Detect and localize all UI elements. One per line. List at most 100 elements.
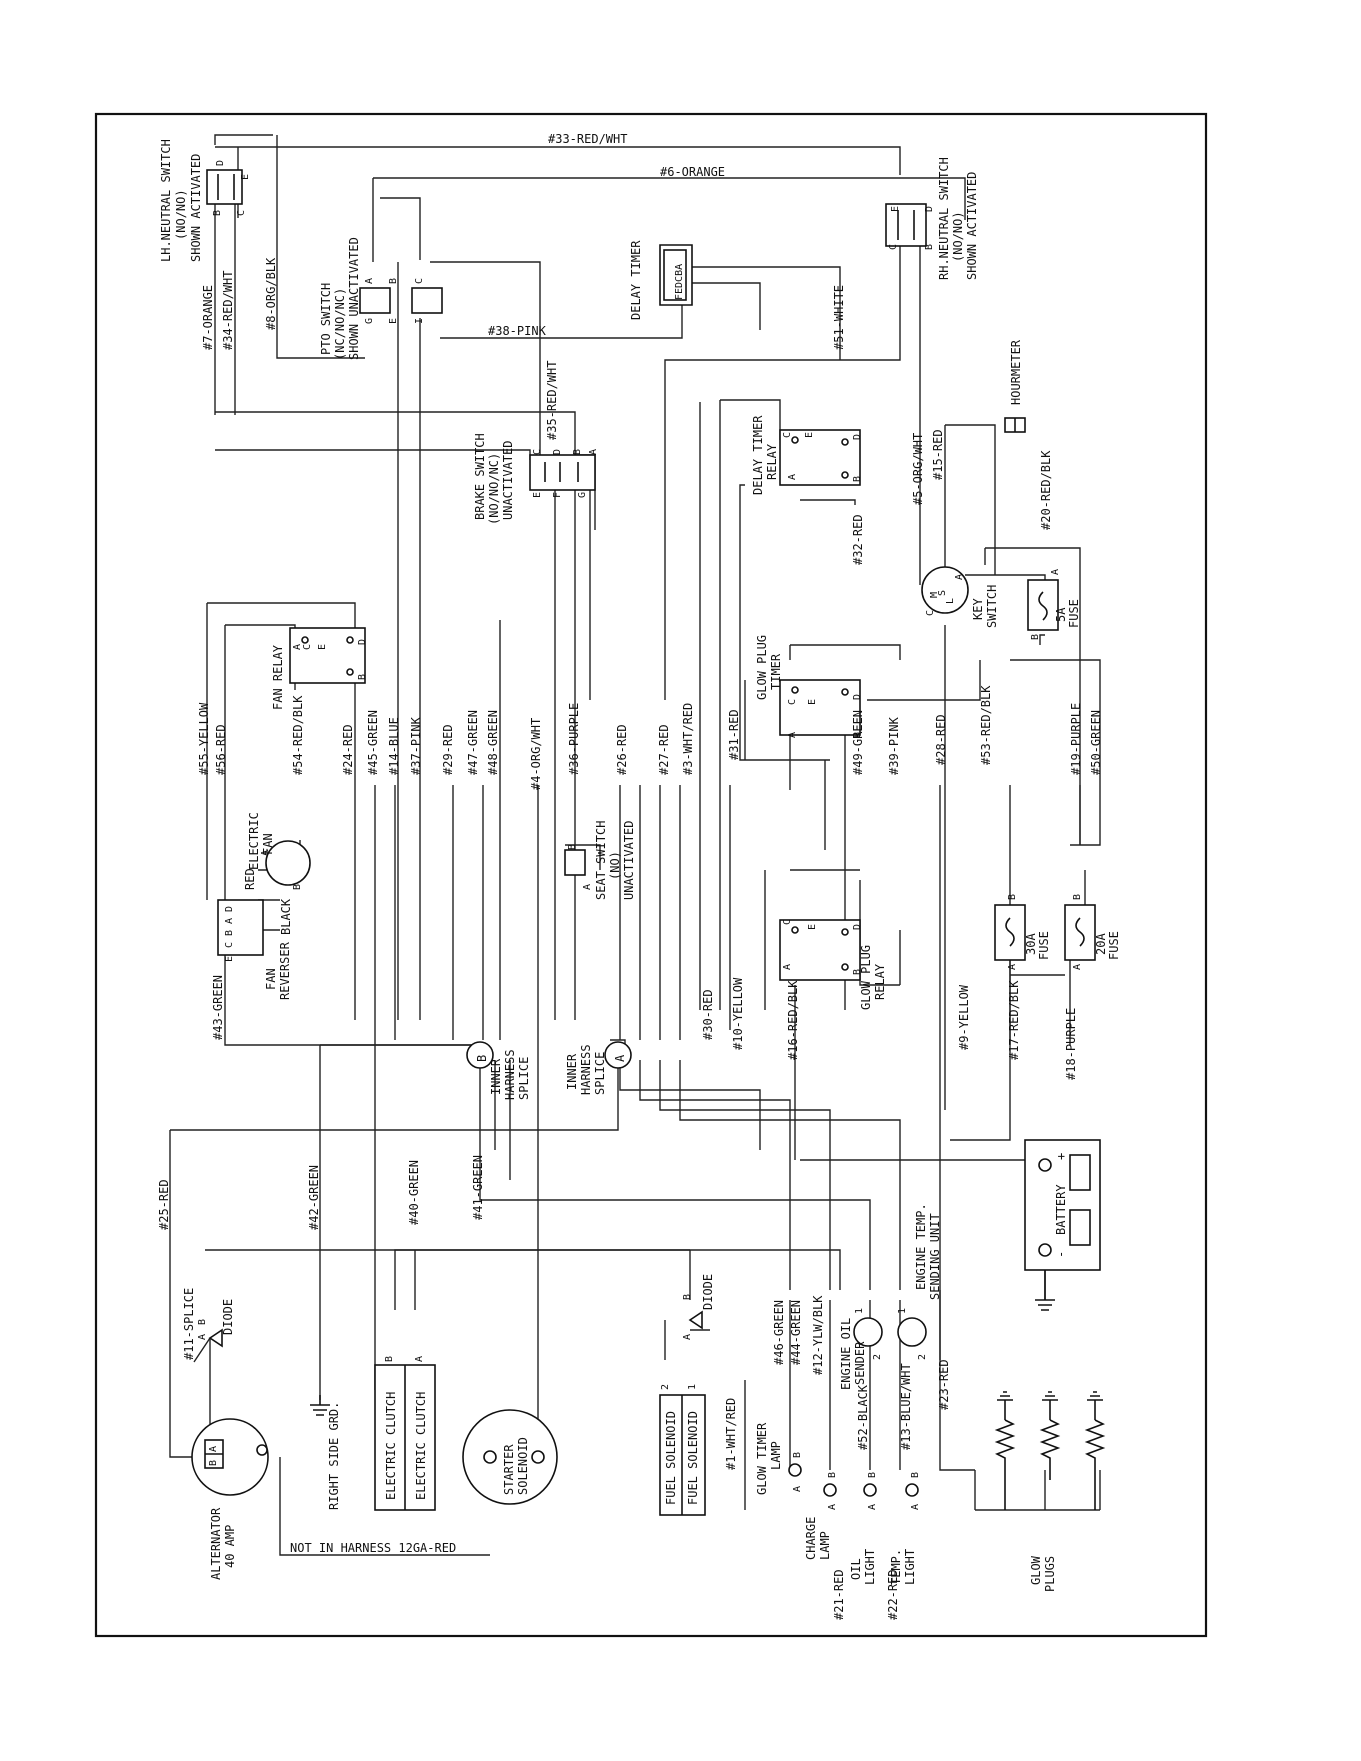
- svg-text:#56-RED: #56-RED: [214, 724, 228, 775]
- svg-text:#1-WHT/RED: #1-WHT/RED: [724, 1398, 738, 1470]
- svg-text:#4-ORG/WHT: #4-ORG/WHT: [529, 718, 543, 790]
- svg-text:SWITCH: SWITCH: [985, 585, 999, 628]
- svg-text:BRAKE SWITCH: BRAKE SWITCH: [473, 433, 487, 520]
- svg-text:D: D: [924, 206, 935, 212]
- svg-text:D: D: [224, 906, 235, 912]
- svg-text:#33-RED/WHT: #33-RED/WHT: [548, 132, 627, 146]
- svg-text:E: E: [532, 492, 543, 498]
- svg-text:#50-GREEN: #50-GREEN: [1089, 710, 1103, 775]
- svg-text:ALTERNATOR: ALTERNATOR: [209, 1507, 223, 1580]
- svg-text:B: B: [475, 1055, 489, 1062]
- svg-text:#39-PINK: #39-PINK: [887, 716, 901, 775]
- svg-text:B: B: [852, 969, 863, 975]
- battery-ground-icon: [1035, 1270, 1055, 1311]
- svg-text:#10-YELLOW: #10-YELLOW: [731, 977, 745, 1050]
- svg-text:#19-PURPLE: #19-PURPLE: [1069, 703, 1083, 775]
- svg-text:1: 1: [897, 1308, 908, 1314]
- svg-text:GLOW PLUG: GLOW PLUG: [755, 635, 769, 700]
- battery: BATTERY + -: [1024, 1139, 1101, 1271]
- svg-text:FUSE: FUSE: [1067, 599, 1081, 628]
- svg-text:ELECTRIC CLUTCH: ELECTRIC CLUTCH: [414, 1392, 428, 1500]
- svg-text:SHOWN UNACTIVATED: SHOWN UNACTIVATED: [347, 237, 361, 360]
- svg-text:#11-SPLICE: #11-SPLICE: [182, 1288, 196, 1360]
- svg-text:#32-RED: #32-RED: [851, 514, 865, 565]
- svg-text:ENGINE OIL: ENGINE OIL: [839, 1318, 853, 1390]
- svg-text:FUEL SOLENOID: FUEL SOLENOID: [686, 1411, 700, 1505]
- svg-text:20A: 20A: [1094, 933, 1108, 955]
- diode-icon: DIODE A B: [682, 1274, 715, 1340]
- svg-text:(NO/NO): (NO/NO): [174, 189, 188, 240]
- svg-text:#5-ORG/WHT: #5-ORG/WHT: [911, 433, 925, 505]
- svg-text:#34-RED/WHT: #34-RED/WHT: [221, 271, 235, 350]
- svg-text:B: B: [852, 732, 863, 738]
- svg-text:ELECTRIC: ELECTRIC: [247, 812, 261, 870]
- svg-text:#49-GREEN: #49-GREEN: [851, 710, 865, 775]
- svg-text:RED: RED: [243, 868, 257, 890]
- svg-text:UNACTIVATED: UNACTIVATED: [622, 821, 636, 900]
- svg-text:#7-ORANGE: #7-ORANGE: [201, 285, 215, 350]
- svg-text:I: I: [414, 318, 425, 324]
- svg-text:A: A: [292, 644, 303, 650]
- svg-text:F: F: [552, 492, 563, 498]
- seat-switch: SEAT SWITCH (NO) UNACTIVATED B A: [564, 821, 636, 900]
- svg-text:#35-RED/WHT: #35-RED/WHT: [545, 361, 559, 440]
- fan-relay: FAN RELAY A C E D B: [271, 627, 368, 710]
- svg-text:RIGHT SIDE GRD.: RIGHT SIDE GRD.: [327, 1402, 341, 1510]
- svg-text:B: B: [212, 210, 223, 216]
- svg-text:2: 2: [660, 1384, 671, 1390]
- svg-text:#18-PURPLE: #18-PURPLE: [1064, 1008, 1078, 1080]
- svg-text:C: C: [224, 942, 235, 948]
- svg-text:5A: 5A: [1054, 607, 1068, 622]
- svg-text:2: 2: [917, 1354, 928, 1360]
- svg-text:#29-RED: #29-RED: [441, 724, 455, 775]
- svg-text:DIODE: DIODE: [701, 1274, 715, 1310]
- svg-text:D: D: [215, 160, 226, 166]
- svg-text:SENDER: SENDER: [853, 1341, 867, 1385]
- right-side-ground-icon: RIGHT SIDE GRD.: [310, 1395, 341, 1510]
- svg-text:B: B: [867, 1472, 878, 1478]
- svg-text:#51-WHITE: #51-WHITE: [832, 285, 846, 350]
- svg-text:A: A: [787, 474, 798, 480]
- diagram-frame: [94, 112, 1208, 1638]
- svg-text:#47-GREEN: #47-GREEN: [466, 710, 480, 775]
- svg-text:ELECTRIC CLUTCH: ELECTRIC CLUTCH: [384, 1392, 398, 1500]
- svg-text:B: B: [792, 1452, 803, 1458]
- svg-text:A: A: [613, 1054, 627, 1062]
- svg-text:NOT IN HARNESS 12GA-RED: NOT IN HARNESS 12GA-RED: [290, 1541, 456, 1555]
- svg-text:M: M: [929, 592, 940, 598]
- svg-text:E: E: [807, 924, 818, 930]
- svg-text:E: E: [807, 699, 818, 705]
- svg-text:B: B: [388, 278, 399, 284]
- svg-text:B: B: [357, 674, 368, 680]
- svg-text:SENDING UNIT: SENDING UNIT: [928, 1213, 942, 1300]
- svg-text:B: B: [208, 1460, 219, 1466]
- svg-text:ENGINE TEMP.: ENGINE TEMP.: [914, 1203, 928, 1290]
- svg-text:A: A: [260, 850, 271, 856]
- svg-text:LH.NEUTRAL SWITCH: LH.NEUTRAL SWITCH: [159, 139, 173, 262]
- svg-text:FUSE: FUSE: [1107, 931, 1121, 960]
- svg-text:G: G: [577, 492, 588, 498]
- svg-text:1: 1: [854, 1308, 865, 1314]
- svg-text:#36-PURPLE: #36-PURPLE: [567, 703, 581, 775]
- svg-text:FUSE: FUSE: [1037, 931, 1051, 960]
- svg-text:30A: 30A: [1024, 933, 1038, 955]
- svg-text:GLOW: GLOW: [1029, 1555, 1043, 1585]
- svg-text:C: C: [414, 278, 425, 284]
- brake-switch: BRAKE SWITCH (NO/NO/NC) UNACTIVATED C D …: [473, 433, 599, 525]
- svg-text:#40-GREEN: #40-GREEN: [407, 1160, 421, 1225]
- svg-text:C: C: [787, 699, 798, 705]
- svg-text:#13-BLUE/WHT: #13-BLUE/WHT: [899, 1363, 913, 1450]
- svg-text:RELAY: RELAY: [765, 443, 779, 480]
- svg-text:A: A: [827, 1504, 838, 1510]
- svg-text:(NO/NO/NC): (NO/NO/NC): [487, 453, 501, 525]
- svg-text:C: C: [236, 210, 247, 216]
- svg-text:C: C: [782, 432, 793, 438]
- svg-text:#27-RED: #27-RED: [657, 724, 671, 775]
- svg-text:BATTERY: BATTERY: [1054, 1184, 1068, 1235]
- svg-text:B: B: [384, 1356, 395, 1362]
- svg-text:E: E: [317, 644, 328, 650]
- svg-text:SEAT SWITCH: SEAT SWITCH: [594, 821, 608, 900]
- delay-timer-relay: DELAY TIMER RELAY C E D A B: [751, 415, 863, 495]
- svg-text:A: A: [954, 574, 965, 580]
- svg-text:A: A: [682, 1334, 693, 1340]
